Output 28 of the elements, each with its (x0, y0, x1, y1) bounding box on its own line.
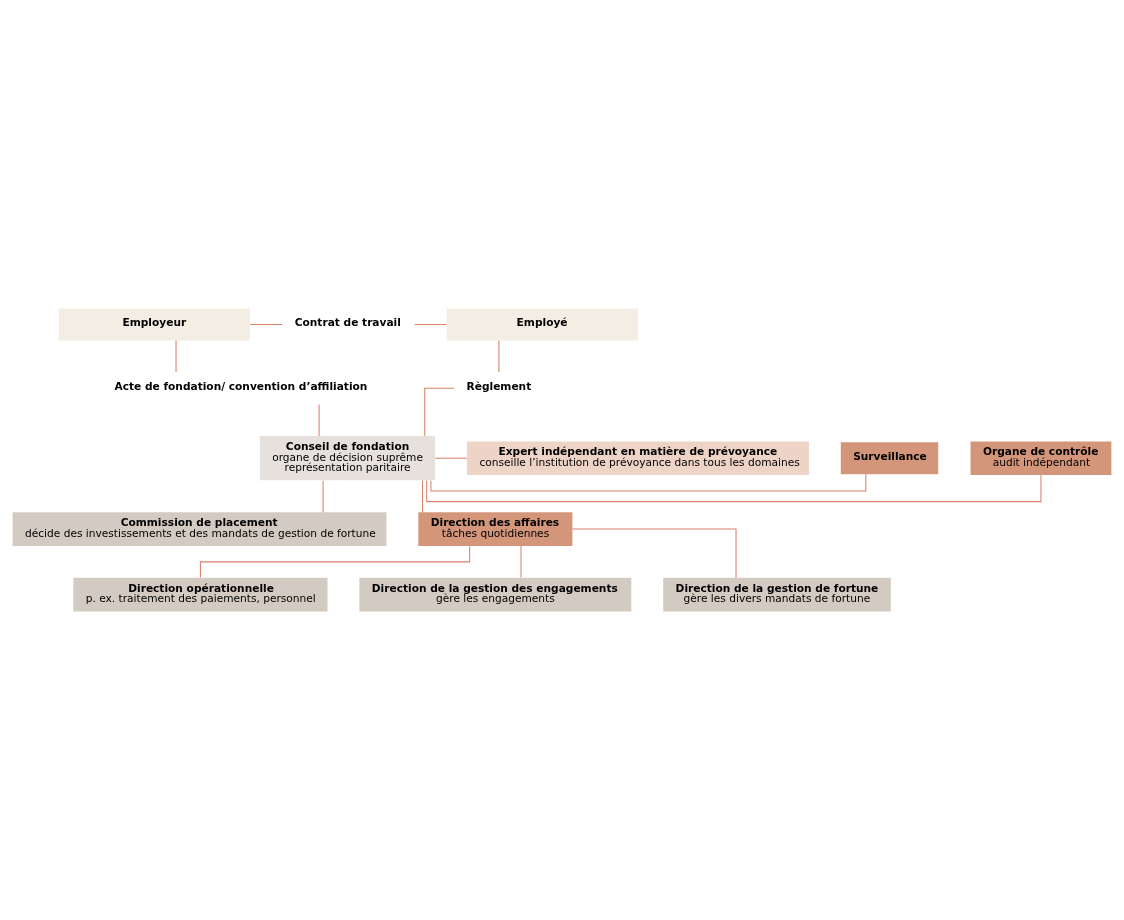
connector (421, 480, 424, 513)
node-box: Employé (446, 308, 638, 341)
node-text: Règlement (466, 380, 532, 394)
connector (175, 340, 177, 373)
connector (520, 545, 522, 579)
node-box: Organe de contrôle audit indépendant (970, 441, 1112, 476)
node-box: Surveillance (840, 442, 939, 475)
node-box: Commission de placement décide des investissements et des mandats de gestion de fortune (12, 512, 387, 546)
connector (318, 403, 320, 437)
node-box: Expert indépendant en matière de prévoyance conseille l’institution de prévoyance dans tous les domaines (467, 441, 809, 476)
node-box: Direction de la gestion de fortune gère les divers mandats de fortune (663, 577, 891, 612)
connector (434, 457, 468, 459)
connector (249, 323, 283, 325)
connector (322, 480, 324, 513)
connector (199, 545, 471, 578)
connector (498, 340, 500, 373)
connector (424, 387, 455, 437)
node-box: Employeur (58, 308, 250, 341)
node-box: Direction des affaires tâches quotidiennes (418, 512, 573, 546)
connector (430, 473, 867, 492)
connector (414, 323, 448, 325)
node-text: Acte de fondation/ convention d’affiliation (114, 380, 368, 394)
connector (571, 528, 737, 579)
connector (426, 474, 1042, 503)
node-box: Direction opérationnelle p. ex. traitement des paiements, personnel (73, 577, 328, 612)
node-text: Contrat de travail (294, 316, 401, 330)
node-box: Conseil de fondation organe de décision suprême représentation paritaire (259, 436, 436, 481)
node-box: Direction de la gestion des engagements gère les engagements (359, 577, 632, 612)
